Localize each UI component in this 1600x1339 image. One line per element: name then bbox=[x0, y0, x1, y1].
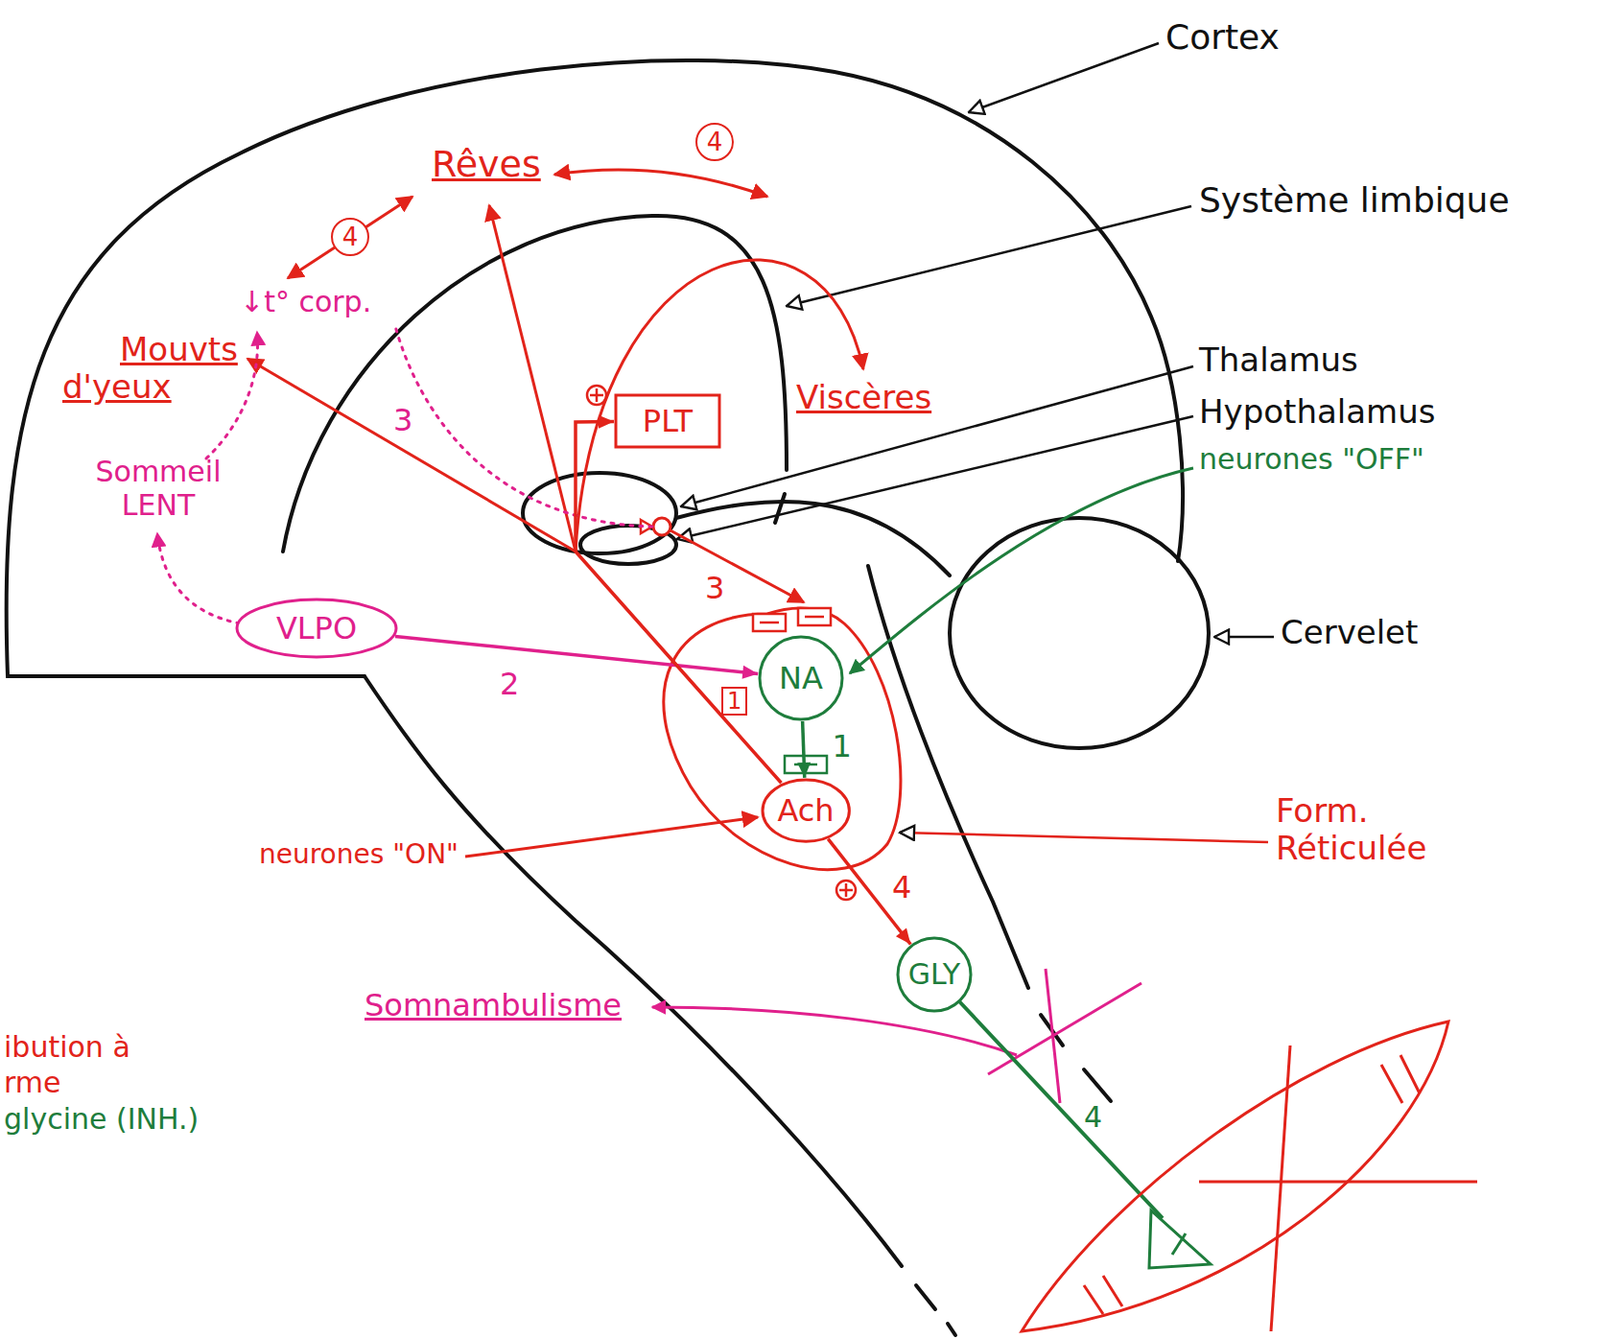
node-shape bbox=[762, 779, 849, 842]
neuron-label: neurones "ON" bbox=[258, 839, 459, 871]
node-text: Ach bbox=[776, 793, 834, 829]
pink-lesion bbox=[652, 968, 1142, 1104]
arrow-head bbox=[895, 928, 911, 945]
node-shape bbox=[615, 395, 720, 448]
effect-label: ↓t° corp. bbox=[239, 285, 372, 320]
edge-label: 1 bbox=[829, 729, 855, 765]
region-label: Form. Réticulée bbox=[1275, 792, 1468, 868]
region-label: Système limbique bbox=[1199, 180, 1510, 220]
process-box: PLT bbox=[613, 393, 722, 449]
edge-label: 4 bbox=[889, 870, 915, 906]
connector bbox=[575, 415, 781, 784]
note-text: ibution à bbox=[3, 1031, 131, 1065]
motor-line bbox=[959, 1001, 1211, 1269]
region-label: Hypothalamus bbox=[1199, 393, 1436, 431]
node-shape bbox=[897, 938, 971, 1012]
effect-label: Somnambulisme bbox=[364, 988, 622, 1024]
on-leader bbox=[465, 817, 758, 857]
edge-label: 2 bbox=[496, 666, 522, 703]
brain-outline bbox=[6, 60, 1209, 1336]
muscle-drawing bbox=[1021, 1021, 1478, 1332]
region-label: Cortex bbox=[1165, 17, 1280, 57]
callout-number: 4 bbox=[1083, 1101, 1103, 1135]
arrow-head bbox=[742, 665, 759, 680]
reticular-loop bbox=[663, 608, 901, 871]
red-projections bbox=[247, 169, 864, 603]
effect-label: Mouvts d'yeux bbox=[62, 330, 255, 406]
callout-number: 1 bbox=[721, 686, 748, 716]
effect-label: Sommeil LENT bbox=[91, 455, 226, 522]
hypothalamus-nucleus bbox=[640, 517, 671, 536]
connector-line bbox=[575, 422, 781, 784]
nucleus-ellipse: VLPO bbox=[235, 597, 399, 659]
node-text: VLPO bbox=[276, 611, 357, 647]
node-shape bbox=[236, 599, 397, 658]
neuron-circle: NA bbox=[757, 635, 845, 722]
region-label: Thalamus bbox=[1199, 341, 1359, 379]
callout-number: 3 bbox=[705, 570, 725, 607]
arrow-head bbox=[598, 415, 614, 429]
off-leader bbox=[849, 468, 1194, 674]
neuron-label: neurones "OFF" bbox=[1199, 443, 1425, 477]
neuron-circle: GLY bbox=[895, 936, 973, 1013]
arrow-head bbox=[797, 762, 811, 778]
node-shape bbox=[759, 636, 843, 720]
node-text: NA bbox=[778, 660, 824, 697]
effect-label: Viscères bbox=[796, 378, 932, 417]
excitation-symbols bbox=[587, 385, 856, 900]
region-label: Cervelet bbox=[1280, 613, 1418, 652]
note-text: glycine (INH.) bbox=[3, 1103, 199, 1137]
pink-dotted bbox=[157, 326, 653, 624]
connector-line bbox=[395, 635, 758, 674]
effect-label: Rêves bbox=[431, 143, 542, 187]
node-text: PLT bbox=[642, 403, 693, 440]
callout-number: 4 bbox=[330, 217, 370, 257]
leader-lines bbox=[677, 43, 1274, 843]
connector bbox=[395, 635, 758, 679]
neuron-circle: Ach bbox=[760, 777, 851, 844]
connector bbox=[797, 721, 811, 778]
callout-number: 4 bbox=[695, 122, 734, 162]
callout-number: 3 bbox=[393, 402, 413, 439]
node-text: GLY bbox=[908, 958, 961, 992]
note-text: rme bbox=[3, 1066, 62, 1101]
